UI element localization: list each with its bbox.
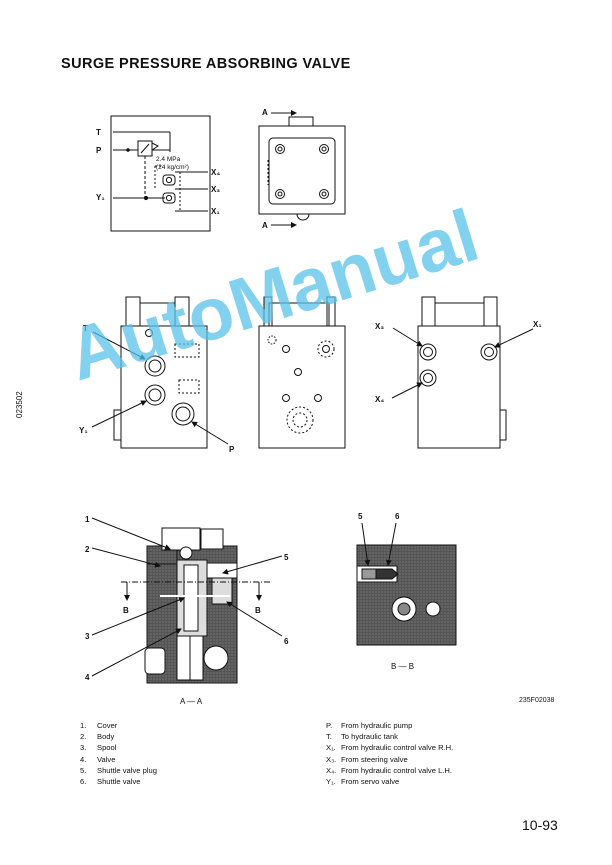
cut-b-right: B [255,606,261,615]
section-a-a [91,517,283,684]
right-label-X4: X₄ [375,395,384,404]
callout-4: 4 [85,673,90,682]
bb-callout-5: 5 [358,512,363,521]
relief-pressure-kg: (24 kg/cm²) [156,164,189,171]
callout-3: 3 [85,632,90,641]
schematic-label-P: P [96,146,102,155]
callout-5: 5 [284,553,289,562]
parts-legend: 1.Cover 2.Body 3.Spool 4.Valve 5.Shuttle… [80,720,157,787]
figure-id: 235F02038 [519,697,555,704]
legend-item: 3.Spool [80,743,117,753]
legend-item: Y₁.From servo valve [326,777,400,787]
schematic-label-T: T [96,128,101,137]
legend-item: 2.Body [80,732,115,742]
section-b-b [356,522,457,646]
right-view [391,296,534,449]
page-title: SURGE PRESSURE ABSORBING VALVE [61,56,351,72]
legend-item: 1.Cover [80,721,118,730]
callout-1: 1 [85,515,90,524]
relief-pressure-mpa: 2.4 MPa [156,156,181,163]
legend-item: T.To hydraulic tank [326,732,398,742]
right-label-X3: X₃ [375,322,384,331]
legend-item: X₁.From hydraulic control valve R.H. [326,743,454,753]
front-label-P: P [229,445,235,454]
page-number: 10-93 [522,817,558,833]
right-label-X1: X₁ [533,320,542,329]
legend-item: P.From hydraulic pump [326,721,413,730]
section-mark-top: A [262,108,268,117]
front-label-T: T [83,324,88,333]
section-mark-bottom: A [262,221,268,230]
section-bb-caption: B — B [391,662,414,671]
schematic-label-X3: X₃ [211,185,220,194]
front-label-Y1: Y₁ [79,426,88,435]
schematic-label-Y1: Y₁ [96,193,105,202]
bb-callout-6: 6 [395,512,400,521]
legend-item: X₄.From hydraulic control valve L.H. [326,765,452,775]
back-view [258,296,346,449]
schematic-label-X4: X₄ [211,168,220,177]
legend-item: 4.Valve [80,754,116,764]
top-view [258,110,346,228]
callout-2: 2 [85,545,90,554]
callout-6: 6 [284,637,289,646]
legend-item: 6.Shuttle valve [80,777,141,787]
ports-legend: P.From hydraulic pump T.To hydraulic tan… [326,720,453,787]
front-view [91,296,229,449]
legend-item: X₃.From steering valve [326,754,408,764]
side-id: 023502 [15,391,24,418]
hydraulic-schematic [110,115,211,232]
cut-b-left: B [123,606,129,615]
section-aa-caption: A — A [180,697,203,706]
legend-item: 5.Shuttle valve plug [80,765,157,775]
schematic-label-X1: X₁ [211,207,220,216]
